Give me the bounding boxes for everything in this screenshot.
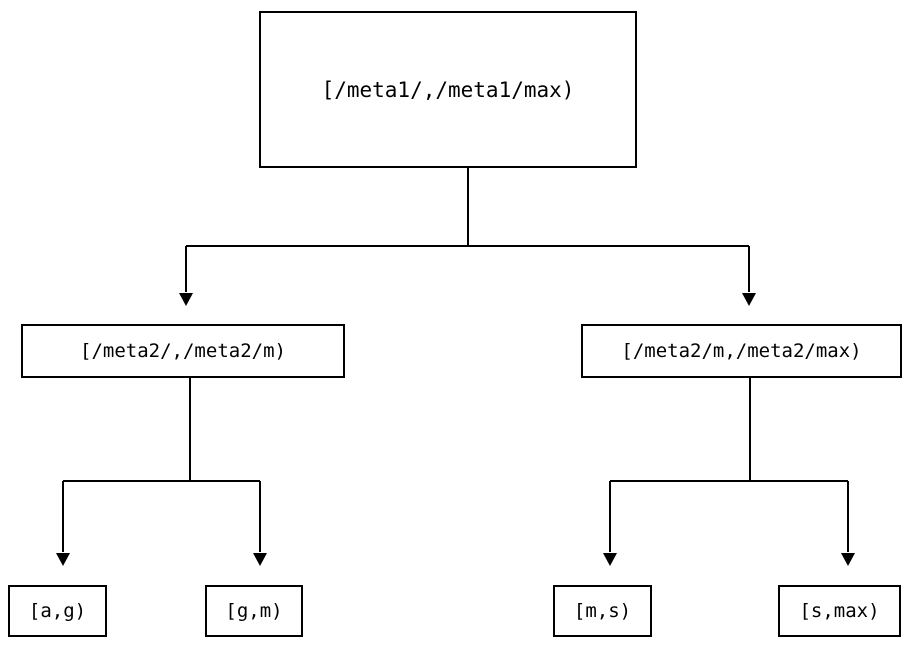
arrowhead-to-leaf-smax [841,553,855,566]
arrowhead-to-leaf-ms [603,553,617,566]
arrowhead-to-mid-right [742,293,756,306]
node-root-label: [/meta1/,/meta1/max) [321,77,575,102]
arrowhead-to-leaf-ag [56,553,70,566]
node-leaf-g-m[interactable]: [g,m) [205,585,303,637]
node-mid-left[interactable]: [/meta2/,/meta2/m) [21,324,345,378]
node-mid-left-label: [/meta2/,/meta2/m) [80,340,286,362]
node-mid-right[interactable]: [/meta2/m,/meta2/max) [581,324,902,378]
node-leaf-m-s-label: [m,s) [573,600,632,622]
node-leaf-a-g-label: [a,g) [28,600,87,622]
node-leaf-a-g[interactable]: [a,g) [8,585,107,637]
node-leaf-m-s[interactable]: [m,s) [553,585,652,637]
node-leaf-g-m-label: [g,m) [225,600,283,622]
arrowhead-to-leaf-gm [253,553,267,566]
arrowhead-to-mid-left [179,293,193,306]
node-leaf-s-max-label: [s,max) [799,600,880,622]
node-mid-right-label: [/meta2/m,/meta2/max) [621,340,862,362]
node-leaf-s-max[interactable]: [s,max) [778,585,901,637]
node-root[interactable]: [/meta1/,/meta1/max) [259,11,637,168]
